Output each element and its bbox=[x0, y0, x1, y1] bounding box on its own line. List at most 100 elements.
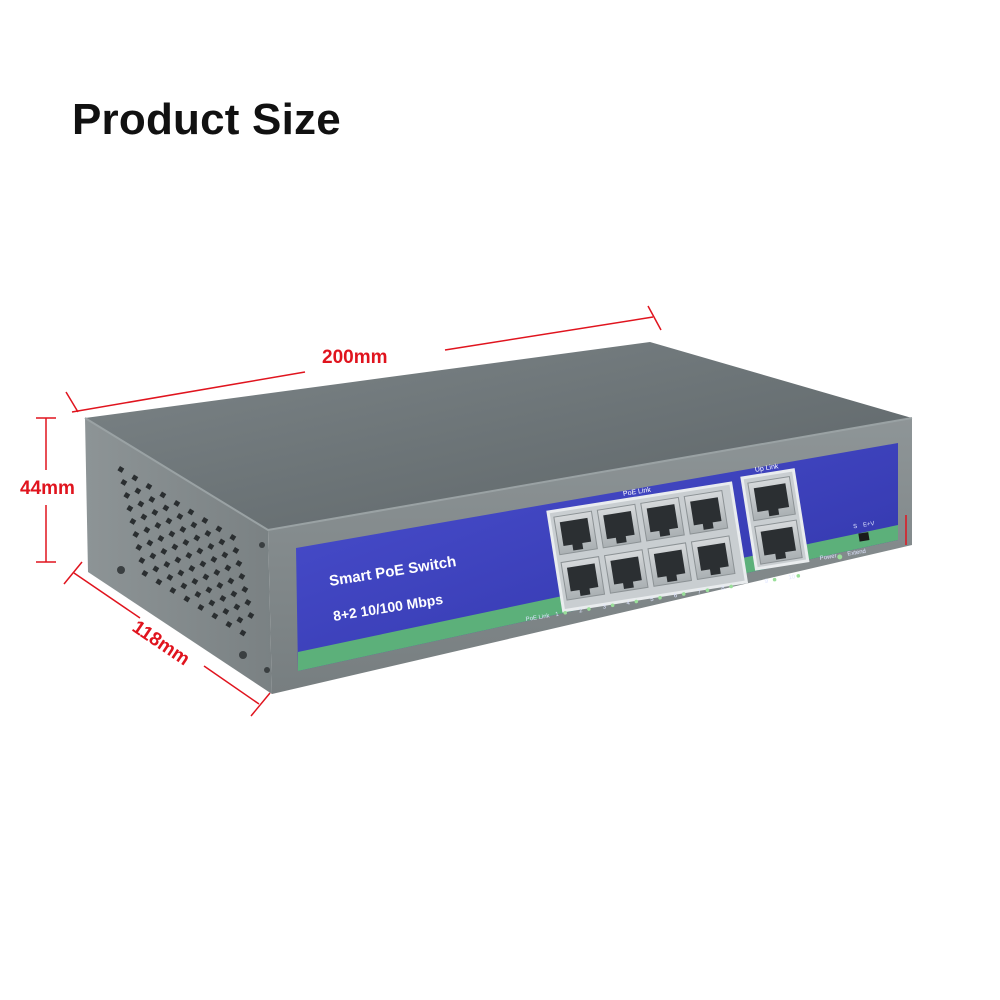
port-number: 9 bbox=[764, 579, 769, 586]
port-led-icon bbox=[658, 595, 662, 600]
port-led-icon bbox=[705, 588, 710, 593]
vent-hole bbox=[230, 590, 238, 598]
rj45-port-icon bbox=[560, 556, 606, 601]
rj45-port-icon bbox=[683, 489, 729, 535]
vent-hole bbox=[146, 539, 154, 547]
rj45-port-icon bbox=[640, 496, 685, 542]
vent-hole bbox=[154, 522, 162, 529]
rj45-port-icon bbox=[747, 476, 796, 522]
vent-hole bbox=[221, 551, 229, 559]
vent-hole bbox=[180, 582, 188, 590]
vent-hole bbox=[229, 534, 237, 541]
port-led-icon bbox=[587, 607, 591, 611]
screw-icon bbox=[117, 566, 125, 574]
port-number: 2 bbox=[579, 608, 584, 615]
rj45-port-icon bbox=[553, 510, 598, 556]
vent-hole bbox=[211, 612, 219, 620]
power-led-icon bbox=[837, 554, 843, 560]
vent-hole bbox=[235, 560, 243, 567]
power-label: Power bbox=[819, 553, 837, 562]
height-label: 44mm bbox=[20, 478, 75, 499]
vent-hole bbox=[238, 573, 246, 580]
vent-hole bbox=[141, 570, 149, 577]
uplink-label: Up Link bbox=[754, 463, 779, 474]
extend-label: Extend bbox=[847, 549, 866, 558]
vent-hole bbox=[135, 544, 143, 551]
rj45-port-icon bbox=[603, 549, 649, 594]
vent-hole bbox=[202, 573, 210, 581]
vent-hole bbox=[191, 578, 199, 585]
vent-hole bbox=[140, 513, 148, 521]
vent-hole bbox=[205, 586, 213, 594]
vent-hole bbox=[227, 577, 235, 585]
vent-hole bbox=[194, 591, 202, 598]
vent-hole bbox=[120, 479, 128, 486]
vent-hole bbox=[131, 474, 139, 482]
switch-label-ev: E+V bbox=[863, 521, 875, 529]
vent-hole bbox=[160, 548, 168, 555]
port-led-icon bbox=[796, 574, 801, 578]
vent-hole bbox=[204, 530, 212, 537]
vent-hole bbox=[145, 483, 153, 490]
vent-hole bbox=[177, 569, 185, 577]
chassis-top bbox=[85, 342, 912, 530]
screw-icon bbox=[259, 542, 265, 548]
vent-hole bbox=[225, 621, 233, 628]
page-title: Product Size bbox=[72, 95, 341, 144]
vent-hole bbox=[188, 565, 196, 572]
vent-hole bbox=[138, 557, 146, 564]
vent-hole bbox=[213, 569, 221, 576]
vent-hole bbox=[151, 509, 159, 516]
depth-dimension bbox=[63, 561, 271, 717]
vent-hole bbox=[201, 517, 209, 524]
vent-hole bbox=[216, 582, 224, 589]
poe-link-bottom-label: PoE Link bbox=[525, 613, 551, 623]
vent-hole bbox=[244, 599, 252, 606]
vent-hole bbox=[232, 547, 240, 554]
vent-hole bbox=[157, 535, 165, 542]
screw-icon bbox=[239, 651, 247, 659]
rj45-port-icon bbox=[647, 542, 693, 587]
vent-hole bbox=[148, 496, 156, 503]
vent-hole bbox=[196, 547, 204, 555]
vent-hole bbox=[173, 500, 181, 507]
port-led-icon bbox=[563, 610, 567, 615]
vent-hole bbox=[215, 525, 223, 533]
port-number: 7 bbox=[697, 589, 702, 596]
port-led-icon bbox=[772, 577, 777, 582]
poe-port-block: PoE Link bbox=[546, 481, 749, 613]
vent-hole bbox=[199, 560, 207, 568]
vent-hole bbox=[236, 616, 244, 624]
vent-hole bbox=[171, 543, 179, 551]
vent-hole bbox=[210, 556, 218, 563]
vent-hole bbox=[224, 564, 232, 572]
vent-hole bbox=[233, 603, 241, 611]
vent-hole bbox=[129, 518, 137, 525]
vent-hole bbox=[159, 491, 167, 499]
vent-grid bbox=[117, 466, 255, 637]
port-number: 3 bbox=[602, 604, 607, 611]
chassis-side bbox=[85, 418, 272, 694]
vent-hole bbox=[193, 534, 201, 542]
vent-hole bbox=[165, 517, 173, 525]
vent-hole bbox=[176, 513, 184, 520]
vent-hole bbox=[190, 521, 198, 529]
vent-hole bbox=[174, 556, 182, 564]
vent-hole bbox=[247, 611, 255, 619]
port-led-icon bbox=[634, 599, 639, 604]
vent-hole bbox=[117, 466, 125, 473]
vent-hole bbox=[137, 500, 145, 508]
port-number: 4 bbox=[626, 600, 631, 607]
port-number: 6 bbox=[674, 593, 679, 600]
poe-link-label: PoE Link bbox=[623, 487, 652, 498]
vent-hole bbox=[132, 531, 140, 538]
vent-hole bbox=[241, 586, 249, 593]
switch-label-s: S bbox=[853, 524, 858, 531]
port-led-icon bbox=[681, 592, 686, 596]
vent-hole bbox=[185, 552, 193, 559]
height-dimension bbox=[36, 417, 56, 563]
vent-hole bbox=[187, 508, 195, 516]
vent-hole bbox=[163, 561, 171, 568]
vent-hole bbox=[134, 487, 142, 495]
